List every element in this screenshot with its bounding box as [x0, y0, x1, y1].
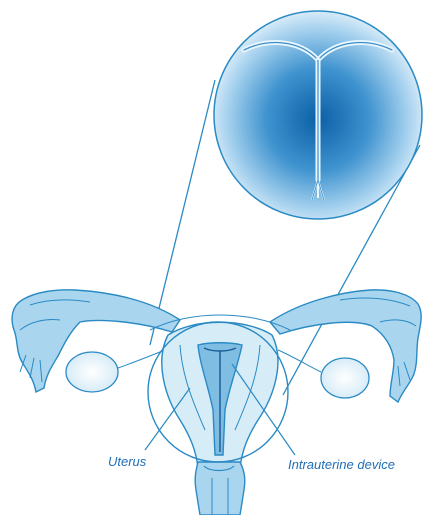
- ovary-right: [321, 358, 369, 398]
- ovary-left: [66, 352, 118, 392]
- iud-label: Intrauterine device: [288, 457, 395, 472]
- cervix-vagina: [195, 462, 245, 515]
- magnified-view: [214, 11, 422, 219]
- uterus-label: Uterus: [108, 454, 147, 469]
- projection-line-left: [150, 80, 215, 345]
- ovary-ligament-left: [118, 350, 165, 368]
